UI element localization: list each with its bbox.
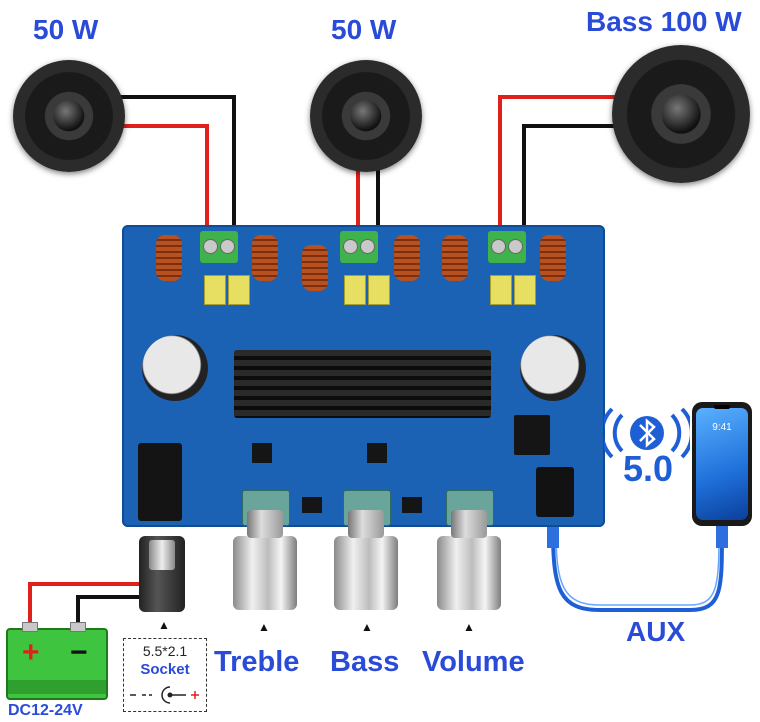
ic-chip [302,497,322,513]
arrow-up-icon: ▲ [463,620,475,634]
socket-spec-box: 5.5*2.1 Socket [123,638,207,712]
treble-knob[interactable] [233,510,297,610]
electrolytic-capacitor [520,335,586,401]
speaker-left-icon [13,60,125,172]
arrow-up-icon: ▲ [361,620,373,634]
arrow-up-icon: ▲ [258,620,270,634]
polarity-symbol-icon [130,686,199,704]
dc-power-jack[interactable] [138,443,182,521]
film-capacitor [228,275,250,305]
bass-label: Bass [330,646,400,678]
aux-cable-label: AUX [626,616,686,647]
volume-knob[interactable] [437,510,501,610]
socket-size-label: 5.5*2.1 [142,643,188,659]
battery-plus-sign: + [22,636,40,669]
battery-icon: + − [6,622,108,700]
dc-range-label: DC12-24V [8,702,83,719]
inductor-coil [302,245,328,291]
speaker-left-power-label: 50 W [33,14,99,45]
bass-speaker-icon [612,45,750,183]
inductor-coil [540,235,566,281]
ic-chip [367,443,387,463]
inductor-coil [156,235,182,281]
speaker-mid-icon [310,60,422,172]
ic-chip [402,497,422,513]
speaker-mid-power-label: 50 W [331,14,397,45]
socket-label: Socket [140,661,190,678]
battery-minus-sign: − [70,636,88,669]
bluetooth-chip [514,415,550,455]
phone-time: 9:41 [712,422,732,433]
ic-chip [252,443,272,463]
film-capacitor [490,275,512,305]
film-capacitor [204,275,226,305]
smartphone-icon: 9:41 [692,402,752,526]
film-capacitor [344,275,366,305]
electrolytic-capacitor [142,335,208,401]
inductor-coil [442,235,468,281]
volume-label: Volume [422,646,525,678]
inductor-coil [394,235,420,281]
bass-knob[interactable] [334,510,398,610]
dc-barrel-plug-icon [139,536,185,612]
arrow-up-icon: ▲ [158,618,170,632]
speaker-terminal-mid[interactable] [340,231,378,263]
treble-label: Treble [214,646,300,678]
speaker-terminal-left[interactable] [200,231,238,263]
aux-input-jack[interactable] [536,467,574,517]
speaker-terminal-bass[interactable] [488,231,526,263]
film-capacitor [514,275,536,305]
bluetooth-icon [604,407,690,459]
heatsink [234,350,491,418]
bluetooth-version-label: 5.0 [623,448,674,489]
film-capacitor [368,275,390,305]
bass-speaker-power-label: Bass 100 W [586,6,742,37]
inductor-coil [252,235,278,281]
